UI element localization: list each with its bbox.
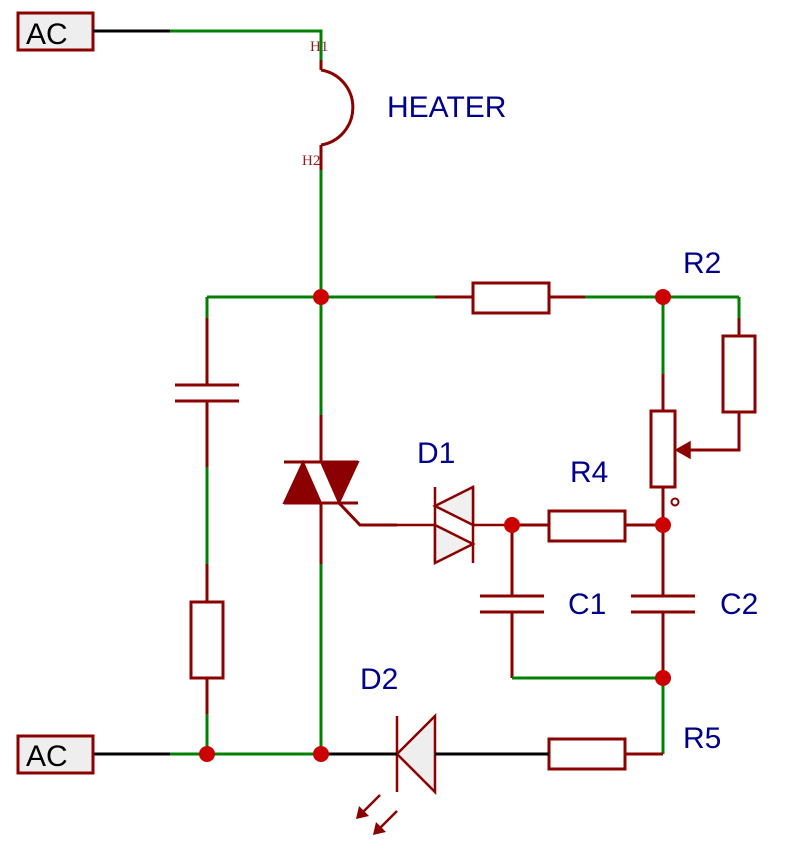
wiper-arrow: [674, 440, 691, 460]
wire-ac-to-heater: [170, 29, 323, 70]
junction-dot: [313, 289, 329, 305]
d2-label: D2: [360, 663, 398, 696]
c2-label: C2: [720, 588, 758, 621]
diac-d1: [397, 484, 512, 566]
resistor-r4: [547, 509, 627, 543]
junction-dot: [313, 746, 329, 762]
heater-label: HEATER: [387, 91, 506, 124]
d1-label: D1: [417, 437, 455, 470]
capacitor-c2: [631, 594, 695, 614]
junction-dot: [504, 517, 520, 533]
capacitor-left: [175, 383, 239, 403]
triac: [282, 459, 397, 527]
ac-terminal-bottom: AC: [16, 734, 95, 775]
c1-label: C1: [568, 588, 606, 621]
heater-pin-h1: H1: [310, 39, 328, 55]
ac-terminal-top-label: AC: [26, 18, 68, 51]
potentiometer-r2: [649, 409, 677, 489]
junction-dot: [655, 517, 671, 533]
r2-label: R2: [683, 247, 721, 280]
wiper-lead: [688, 412, 741, 452]
r4-label: R4: [570, 456, 608, 489]
resistor-r5: [547, 737, 627, 771]
ac-terminal-top: AC: [16, 11, 95, 52]
resistor-r2-fixed: [721, 334, 757, 414]
heater: [319, 60, 355, 170]
junction-dot: [199, 746, 215, 762]
heater-pin-h2: H2: [302, 153, 320, 169]
ac-terminal-bottom-label: AC: [26, 740, 68, 773]
resistor-r3: [471, 281, 551, 315]
junction-dot: [655, 289, 671, 305]
pot-marker: [670, 497, 680, 507]
resistor-left: [189, 600, 225, 680]
junction-dot: [655, 670, 671, 686]
capacitor-c1: [480, 594, 544, 614]
led-d2: [356, 712, 512, 835]
r5-label: R5: [683, 722, 721, 755]
